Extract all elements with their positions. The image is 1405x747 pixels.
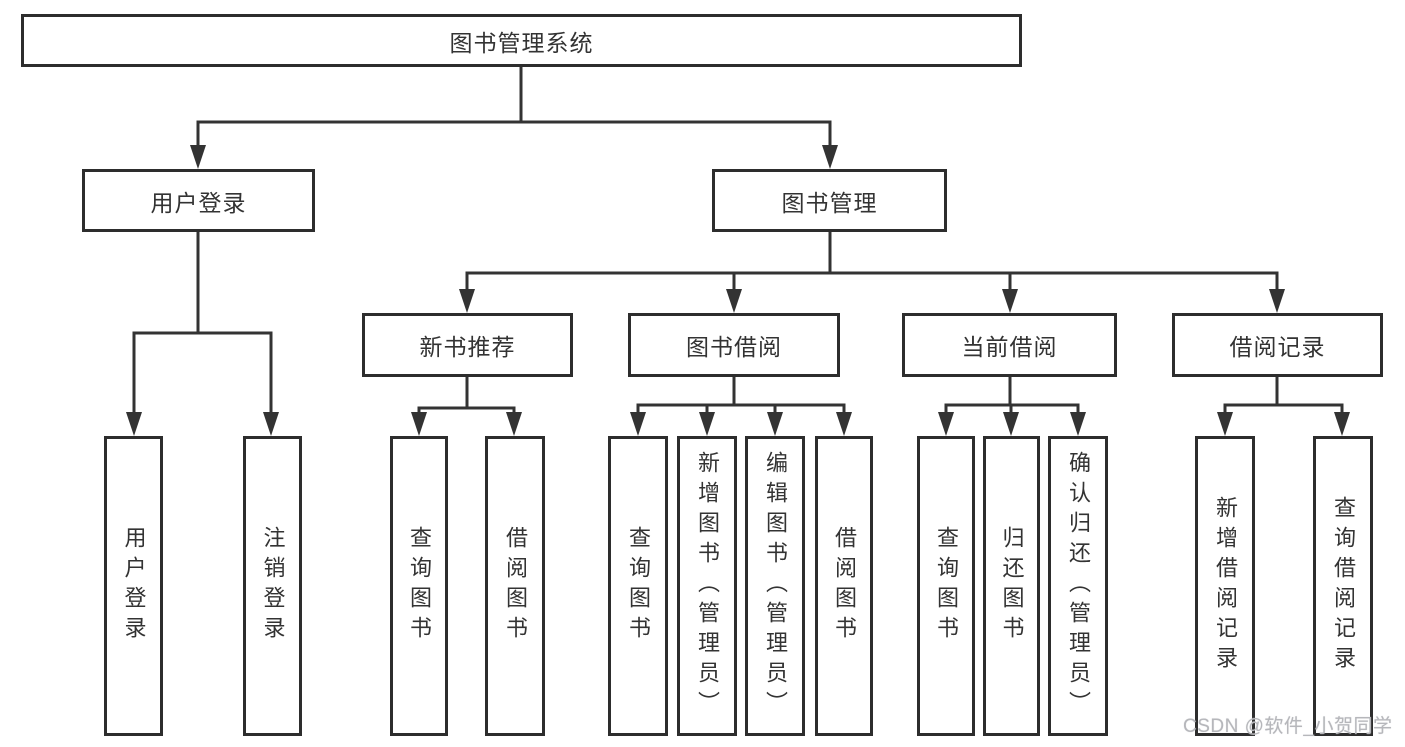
- leaf-return-books: 归还图书: [983, 436, 1040, 736]
- leaf-query-books-borrow: 查询图书: [608, 436, 668, 736]
- arrowhead: [126, 412, 142, 436]
- arrowhead: [699, 412, 715, 436]
- leaf-query-books-borrow-label: 查询图书: [626, 526, 651, 646]
- leaf-return-books-label: 归还图书: [999, 526, 1025, 646]
- connector-book-borrow-to-leaves: [636, 375, 846, 416]
- leaf-edit-books-admin-label: 编辑图书（管理员）: [763, 451, 788, 721]
- leaf-user-login-label: 用户登录: [121, 526, 147, 646]
- arrowhead: [506, 412, 522, 436]
- arrowhead: [1002, 289, 1018, 313]
- leaf-user-login: 用户登录: [104, 436, 163, 736]
- arrowhead: [190, 145, 206, 169]
- leaf-query-books-recommend: 查询图书: [390, 436, 448, 736]
- node-book-borrow-label: 图书借阅: [686, 334, 782, 360]
- arrowhead: [1003, 412, 1019, 436]
- node-borrow-records: 借阅记录: [1172, 313, 1383, 377]
- leaf-add-books-admin: 新增图书（管理员）: [677, 436, 737, 736]
- leaf-query-books-recommend-label: 查询图书: [407, 526, 432, 646]
- arrowhead: [726, 289, 742, 313]
- arrowhead: [836, 412, 852, 436]
- node-book-management-label: 图书管理: [781, 189, 878, 216]
- leaf-confirm-return-admin-label: 确认归还（管理员）: [1066, 451, 1091, 721]
- leaf-logout: 注销登录: [243, 436, 302, 736]
- leaf-add-borrow-record-label: 新增借阅记录: [1213, 496, 1238, 676]
- arrowhead: [767, 412, 783, 436]
- leaf-logout-label: 注销登录: [260, 526, 286, 646]
- arrowhead: [1070, 412, 1086, 436]
- leaf-borrow-books: 借阅图书: [815, 436, 873, 736]
- leaf-query-books-current: 查询图书: [917, 436, 975, 736]
- leaf-borrow-books-label: 借阅图书: [832, 526, 857, 646]
- arrowhead: [1269, 289, 1285, 313]
- leaf-borrow-books-recommend-label: 借阅图书: [503, 526, 528, 646]
- connector-new-book-recommend-to-leaves: [417, 375, 516, 416]
- node-book-borrow: 图书借阅: [628, 313, 840, 377]
- arrowhead: [411, 412, 427, 436]
- node-root: 图书管理系统: [21, 14, 1022, 67]
- arrowhead: [1217, 412, 1233, 436]
- node-user-login: 用户登录: [82, 169, 315, 232]
- connector-borrow-records-to-leaves: [1223, 375, 1344, 416]
- leaf-confirm-return-admin: 确认归还（管理员）: [1048, 436, 1108, 736]
- connector-current-borrow-to-leaves: [944, 375, 1080, 416]
- connector-book-management-to-level3: [465, 230, 1279, 293]
- connector-user-login-to-leaves: [132, 230, 273, 416]
- arrowhead: [1334, 412, 1350, 436]
- node-current-borrow-label: 当前借阅: [961, 334, 1058, 360]
- node-borrow-records-label: 借阅记录: [1229, 334, 1326, 360]
- leaf-add-books-admin-label: 新增图书（管理员）: [695, 451, 720, 721]
- node-book-management: 图书管理: [712, 169, 947, 232]
- leaf-edit-books-admin: 编辑图书（管理员）: [745, 436, 805, 736]
- arrowhead: [263, 412, 279, 436]
- arrowhead: [938, 412, 954, 436]
- node-root-label: 图书管理系统: [449, 29, 594, 56]
- leaf-query-borrow-record: 查询借阅记录: [1313, 436, 1373, 736]
- node-user-login-label: 用户登录: [150, 189, 247, 216]
- leaf-borrow-books-recommend: 借阅图书: [485, 436, 545, 736]
- csdn-watermark: CSDN @软件_小贺同学: [1183, 716, 1393, 737]
- node-current-borrow: 当前借阅: [902, 313, 1117, 377]
- connector-root-to-level2: [196, 65, 832, 149]
- leaf-query-books-current-label: 查询图书: [934, 526, 959, 646]
- node-new-book-recommend-label: 新书推荐: [419, 334, 516, 360]
- arrowhead: [822, 145, 838, 169]
- arrowhead: [459, 289, 475, 313]
- leaf-query-borrow-record-label: 查询借阅记录: [1331, 496, 1356, 676]
- arrowhead: [630, 412, 646, 436]
- leaf-add-borrow-record: 新增借阅记录: [1195, 436, 1255, 736]
- node-new-book-recommend: 新书推荐: [362, 313, 573, 377]
